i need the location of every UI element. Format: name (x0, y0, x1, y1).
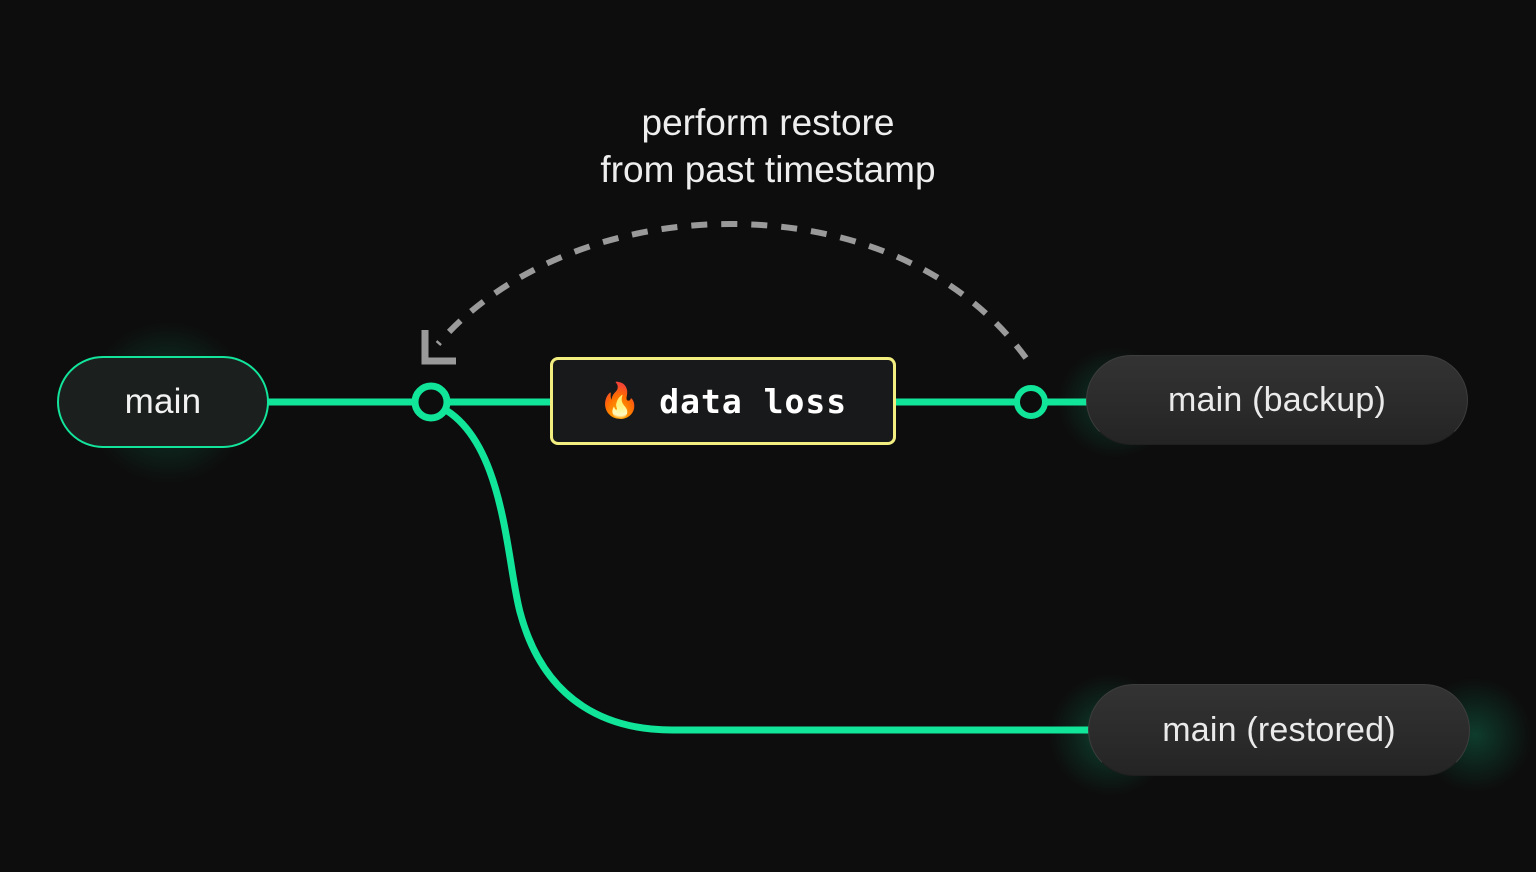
node-main-backup[interactable]: main (backup) (1086, 355, 1468, 445)
fire-emoji: 🔥 (598, 382, 642, 420)
node-main-restored[interactable]: main (restored) (1088, 684, 1470, 776)
branch-point-ring-node[interactable] (411, 382, 451, 422)
data-loss-box[interactable]: 🔥 data loss (550, 357, 896, 445)
data-loss-label: data loss (659, 381, 848, 421)
node-main-label: main (124, 382, 202, 421)
restore-arrowhead-icon (421, 330, 456, 365)
backup-point-ring-node[interactable] (1014, 385, 1048, 419)
node-main[interactable]: main (57, 356, 269, 448)
node-main-backup-label: main (backup) (1167, 380, 1387, 419)
node-main-restored-label: main (restored) (1162, 710, 1396, 749)
restore-dashed-arc (435, 220, 1029, 360)
edge-branch-to-restored (430, 400, 1096, 734)
